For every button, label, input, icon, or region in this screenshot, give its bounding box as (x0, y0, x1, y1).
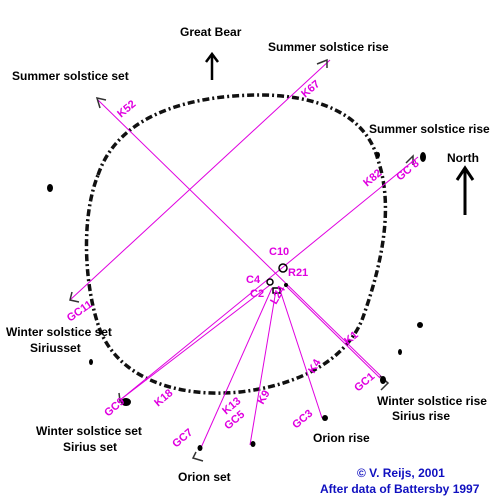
line-centre-gc9 (119, 284, 271, 401)
line-centre-gc3 (279, 289, 323, 419)
marker-gc7: GC7 (170, 427, 195, 451)
marker-gc8 (405, 154, 414, 165)
stone-c4 (266, 278, 274, 286)
stone-c10 (278, 263, 288, 273)
stone-gc9 (121, 398, 131, 406)
label-orion-set: Orion set (178, 470, 231, 484)
stone-outlier-east (417, 322, 423, 328)
stone-outlier-east-2 (398, 349, 402, 355)
stone-near-k82 (376, 152, 380, 158)
stone-gc7 (197, 445, 203, 451)
stone-gc5 (250, 441, 256, 447)
central-cluster (266, 263, 288, 294)
label-summer-solstice-set: Summer solstice set (12, 69, 129, 83)
north-arrow-icon (455, 165, 475, 215)
label-winter-solstice-set-2: Winter solstice set (36, 424, 142, 438)
stones (47, 152, 426, 451)
marker-summer-rise-top (316, 58, 328, 68)
marker-k52: K52 (115, 98, 138, 120)
marker-gc11: GC11 (65, 298, 95, 324)
credit-author: © V. Reijs, 2001 (357, 466, 445, 480)
stone-gc8 (420, 152, 426, 162)
stone-r21 (284, 283, 288, 287)
label-great-bear: Great Bear (180, 25, 242, 39)
alignment-lines (69, 59, 419, 451)
label-winter-solstice-set: Winter solstice set (6, 325, 112, 339)
label-north: North (447, 151, 479, 165)
marker-k4: K4 (306, 357, 324, 376)
marker-c10: C10 (269, 246, 289, 258)
marker-gc8: GC 8 (394, 158, 421, 184)
marker-orion-set (191, 451, 204, 462)
great-bear-arrow-icon (205, 51, 219, 80)
stone-c2 (272, 287, 281, 294)
marker-gc11 (69, 291, 80, 303)
line-centre-gc5 (249, 289, 277, 446)
marker-gc1: GC1 (352, 371, 377, 395)
line-winter-set-summer-rise (69, 59, 331, 301)
marker-k18: K18 (152, 387, 175, 409)
label-summer-solstice-rise-right: Summer solstice rise (369, 122, 490, 136)
marker-c4: C4 (246, 274, 261, 286)
label-summer-solstice-rise-top: Summer solstice rise (268, 40, 389, 54)
marker-k67: K67 (299, 78, 322, 100)
label-sirius-set-bottom: Sirius set (63, 440, 117, 454)
line-centre-gc1 (284, 284, 381, 379)
credit-source: After data of Battersby 1997 (320, 482, 480, 496)
label-winter-solstice-rise: Winter solstice rise (377, 394, 487, 408)
marker-r21: R21 (288, 267, 308, 279)
stone-gc1 (380, 376, 386, 384)
line-centre-gc7 (199, 287, 273, 451)
stone-circle-outline (84, 93, 388, 395)
line-summer-set-winter-rise (97, 99, 389, 384)
label-sirius-rise: Sirius rise (392, 409, 450, 423)
label-orion-rise: Orion rise (313, 431, 370, 445)
marker-gc3: GC3 (290, 408, 315, 432)
stone-outlier-sw (89, 359, 93, 365)
label-sirius-set-left: Siriusset (30, 341, 81, 355)
stone-outlier-west (47, 184, 53, 192)
marker-c2: C2 (250, 288, 264, 300)
stone-gc3 (322, 415, 328, 421)
marker-summer-set (95, 96, 107, 109)
